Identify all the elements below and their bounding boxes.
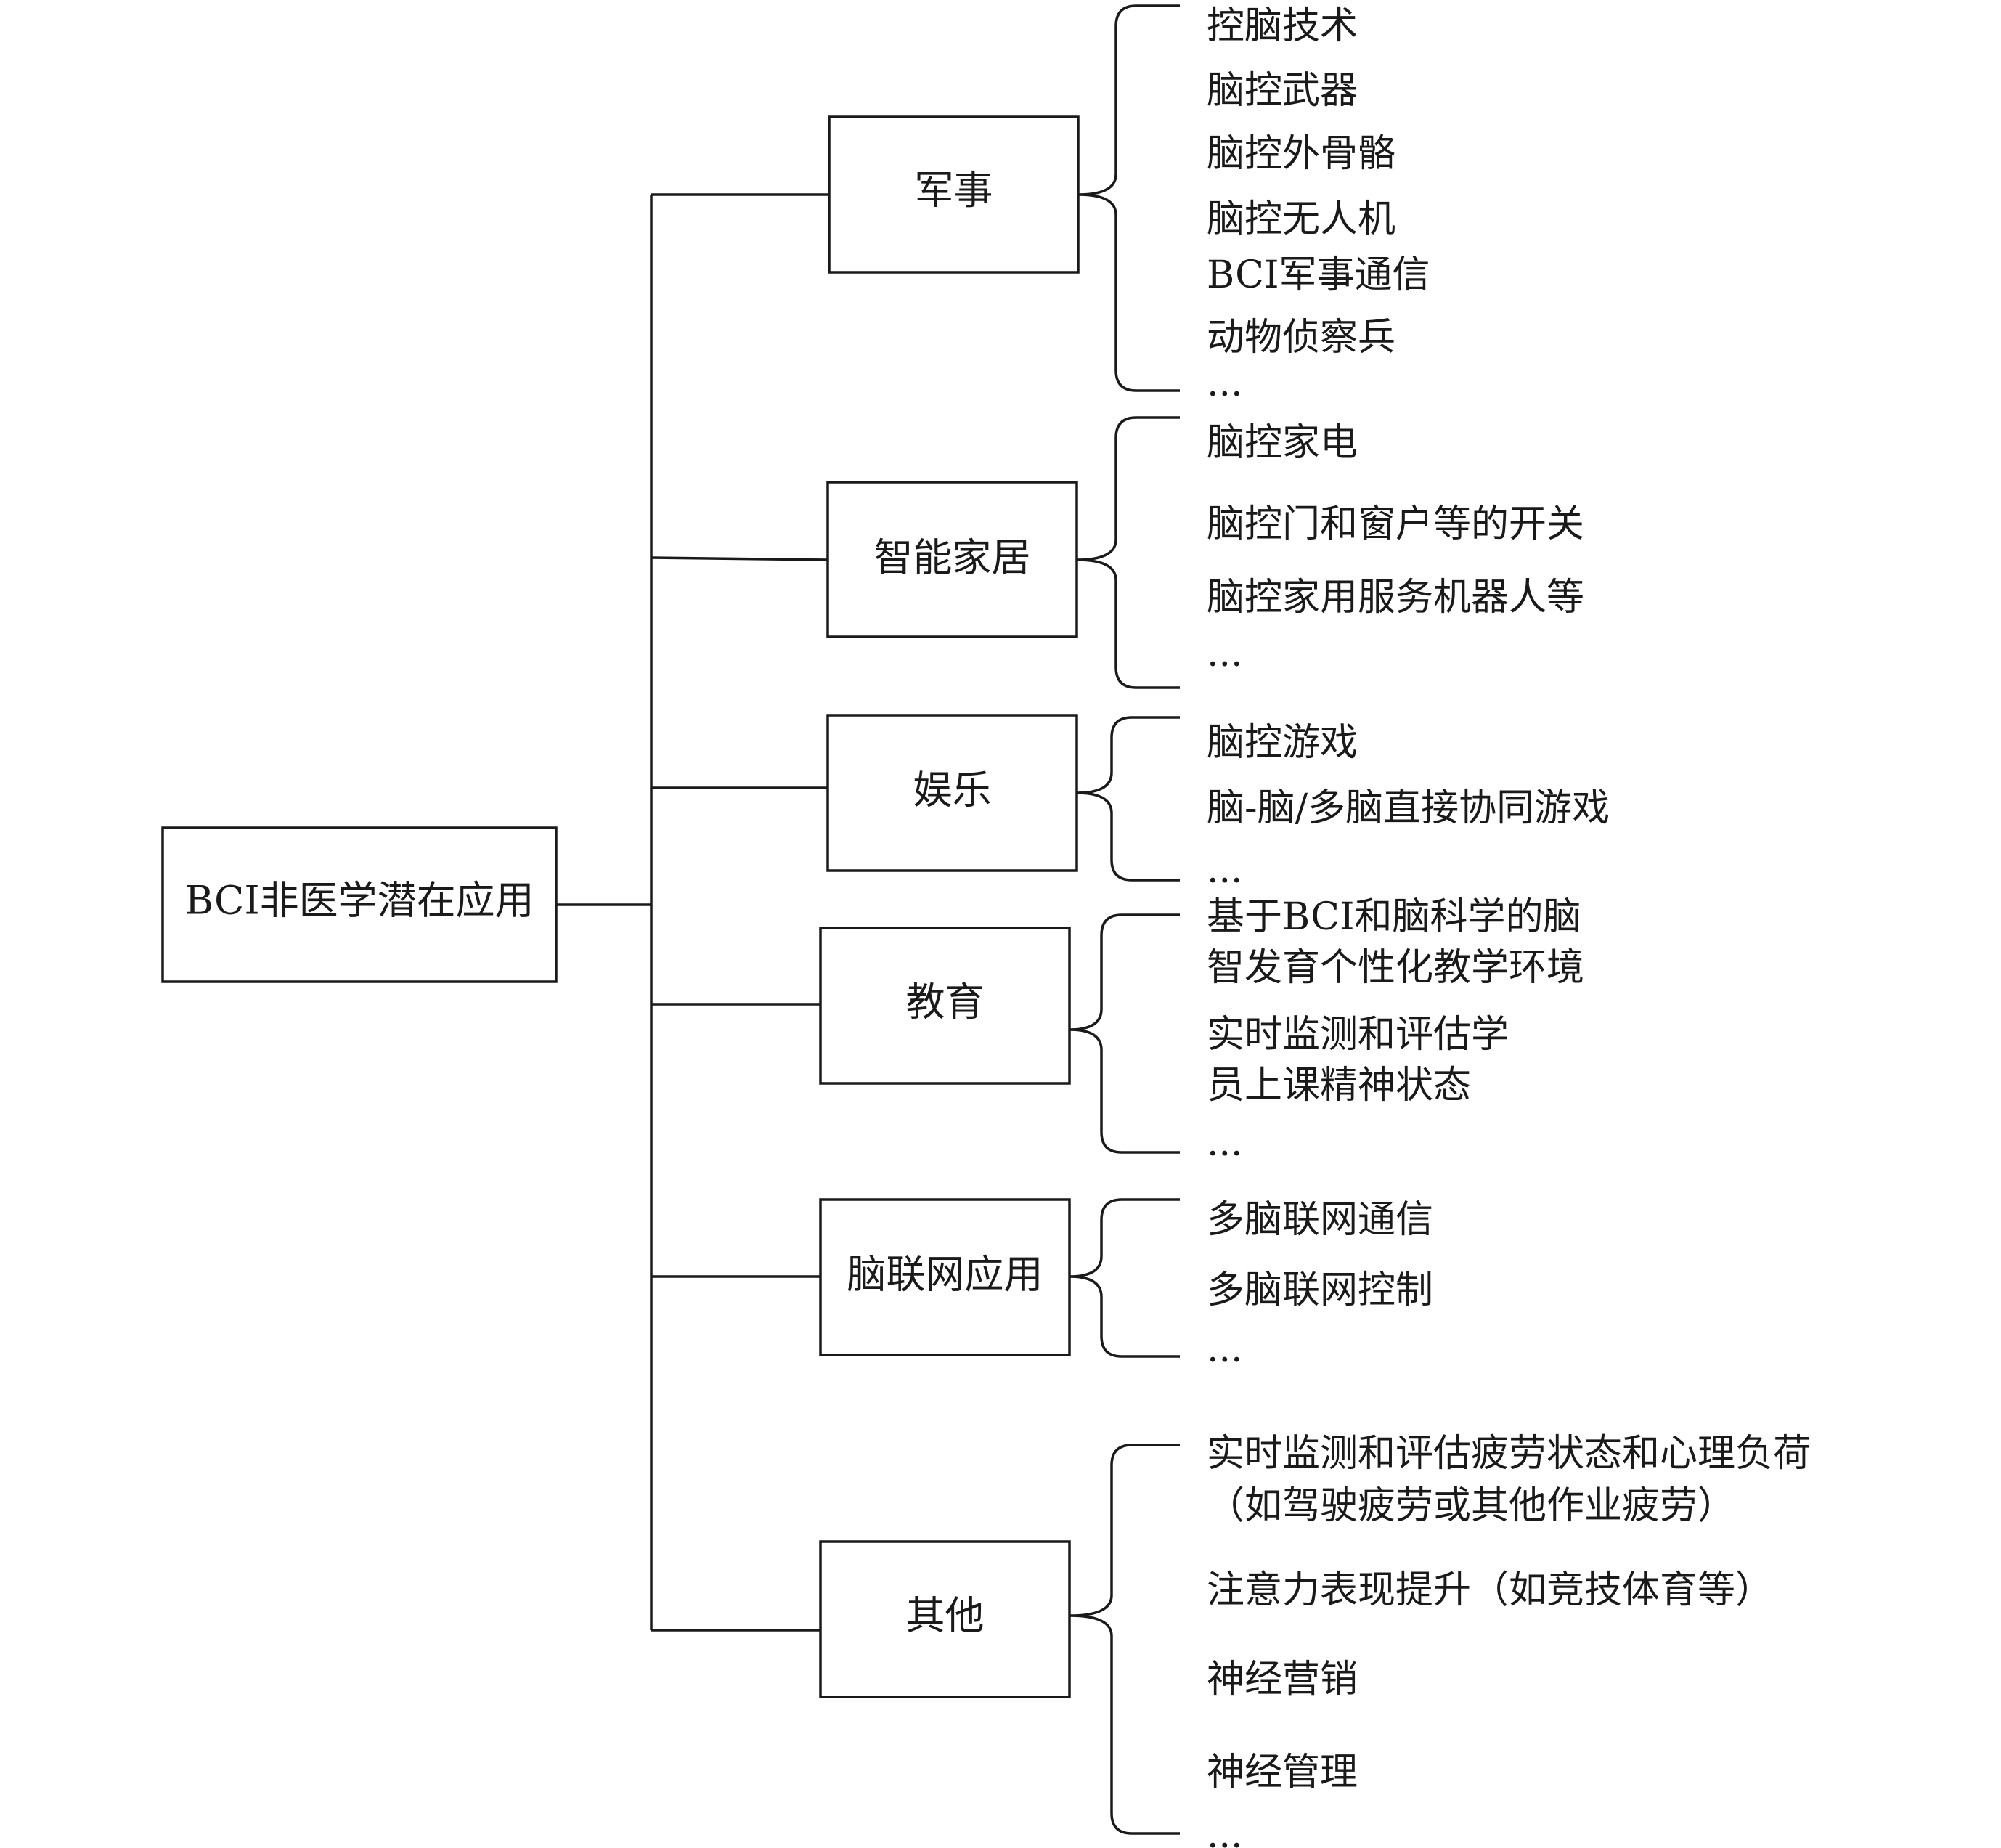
- curly-brace: [1077, 4, 1180, 392]
- item-label: 脑控游戏: [1207, 721, 1358, 765]
- item-label: 控脑技术: [1207, 4, 1358, 48]
- trunk-connectors: [556, 195, 653, 1630]
- category-education: 教育 基于BCI和脑科学的脑智发育个性化教学环境实时监测和评估学员上课精神状态.…: [651, 895, 1584, 1165]
- category-box: [828, 115, 1080, 274]
- category-box: [819, 1198, 1071, 1356]
- category-label: 娱乐: [913, 768, 992, 813]
- category-box: [826, 481, 1078, 638]
- item-label: 智发育个性化教学环境: [1207, 946, 1584, 990]
- item-label: 脑控无人机: [1207, 198, 1395, 241]
- category-box: [826, 714, 1078, 872]
- item-label: 脑控门和窗户等的开关: [1207, 502, 1584, 546]
- item-label: 脑控外骨骼: [1207, 132, 1395, 176]
- item-label: 神经营销: [1207, 1658, 1358, 1701]
- category-other: 其他 实时监测和评估疲劳状态和心理负荷 （如驾驶疲劳或其他作业疲劳） 注意力表现提升…: [651, 1432, 1811, 1848]
- item-label: ...: [1207, 1327, 1243, 1371]
- item-label: 动物侦察兵: [1207, 316, 1395, 359]
- item-label: 神经管理: [1207, 1751, 1358, 1794]
- curly-brace: [1069, 913, 1180, 1154]
- item-label: 脑控武器: [1207, 69, 1358, 113]
- item-label: ...: [1207, 1121, 1243, 1165]
- curly-brace: [1076, 416, 1180, 689]
- item-list: 实时监测和评估疲劳状态和心理负荷 （如驾驶疲劳或其他作业疲劳） 注意力表现提升（如竞…: [1207, 1432, 1811, 1848]
- item-list: 脑控家电脑控门和窗户等的开关脑控家用服务机器人等...: [1207, 421, 1584, 675]
- item-list: 脑控游戏脑-脑/多脑直接协同游戏...: [1207, 721, 1610, 892]
- item-list: 基于BCI和脑科学的脑智发育个性化教学环境实时监测和评估学员上课精神状态...: [1207, 895, 1584, 1165]
- item-list: 多脑联网通信多脑联网控制...: [1207, 1198, 1433, 1371]
- item-label: 员上课精神状态: [1207, 1064, 1471, 1107]
- root-node: BCI非医学潜在应用: [161, 826, 558, 983]
- item-label: 脑-脑/多脑直接协同游戏: [1207, 786, 1610, 830]
- item-label: 脑控家用服务机器人等: [1207, 576, 1584, 619]
- category-box: [819, 927, 1071, 1085]
- category-box: [819, 1540, 1071, 1698]
- item-label: BCI军事通信: [1207, 253, 1430, 297]
- item-label: ...: [1207, 1813, 1243, 1848]
- item-label: 注意力表现提升（如竞技体育等）: [1207, 1568, 1773, 1612]
- item-label: 多脑联网通信: [1207, 1198, 1433, 1242]
- item-label: 多脑联网控制: [1207, 1269, 1433, 1312]
- item-label: 脑控家电: [1207, 421, 1358, 465]
- category-label: 教育: [906, 980, 985, 1025]
- item-label: 实时监测和评估疲劳状态和心理负荷: [1207, 1432, 1811, 1475]
- item-label: （如驾驶疲劳或其他作业疲劳）: [1207, 1484, 1735, 1528]
- category-brain-network: 脑联网应用 多脑联网通信多脑联网控制...: [651, 1198, 1433, 1371]
- curly-brace: [1076, 716, 1180, 882]
- item-label: ...: [1207, 362, 1243, 405]
- branch-line: [651, 556, 828, 561]
- category-entertainment: 娱乐 脑控游戏脑-脑/多脑直接协同游戏...: [651, 714, 1610, 892]
- category-label: 脑联网应用: [847, 1252, 1043, 1298]
- curly-brace: [1069, 1198, 1180, 1358]
- item-label: 实时监测和评估学: [1207, 1013, 1509, 1057]
- category-label: 其他: [906, 1593, 985, 1639]
- category-label: 智能家居: [874, 535, 1031, 581]
- root-box: [161, 826, 558, 983]
- category-smart-home: 智能家居 脑控家电脑控门和窗户等的开关脑控家用服务机器人等...: [651, 416, 1584, 689]
- category-label: 军事: [915, 168, 993, 213]
- item-label: ...: [1207, 848, 1243, 892]
- item-label: ...: [1207, 632, 1243, 675]
- root-label: BCI非医学潜在应用: [184, 878, 534, 924]
- item-label: 基于BCI和脑科学的脑: [1207, 895, 1581, 939]
- curly-brace: [1069, 1444, 1180, 1835]
